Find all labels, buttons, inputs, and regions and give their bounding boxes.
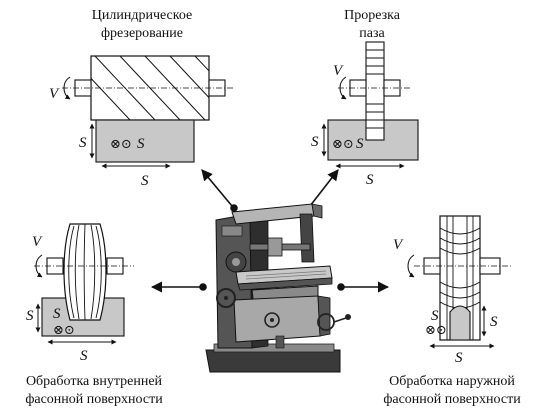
caption-bottom-right-line1: Обработка наружной [389, 374, 515, 389]
rotation-arrow-icon [35, 254, 43, 278]
caption-bottom-right-line2: фасонной поверхности [383, 392, 521, 407]
feed-label-horizontal: S [366, 172, 374, 188]
connector-arrows [150, 169, 390, 293]
speed-label: V [49, 86, 60, 102]
feed-label-horizontal: S [80, 348, 88, 364]
panel-slot-cutting: Прорезка паза V ⊗⊙ S S [311, 8, 419, 188]
speed-label: V [393, 237, 404, 253]
feed-label-inner: S [431, 308, 439, 324]
caption-bottom-left-line1: Обработка внутренней [26, 374, 163, 389]
feed-label-inner: S [137, 136, 145, 152]
feed-label-horizontal: S [455, 350, 463, 366]
feed-label-inner: S [356, 136, 364, 152]
feed-label-vertical: S [311, 134, 319, 150]
arrow-origin-dot [337, 283, 345, 291]
rotation-arrow-icon [63, 76, 71, 100]
disc-cutter [365, 41, 385, 141]
workpiece [449, 305, 471, 341]
arrow-to-cylindrical-milling [201, 169, 233, 207]
feed-label-vertical: S [79, 135, 87, 151]
caption-top-left-line1: Цилиндрическое [92, 8, 192, 23]
convex-form-cutter [63, 223, 107, 321]
feed-label-horizontal: S [141, 173, 149, 189]
caption-bottom-left-line2: фасонной поверхности [25, 392, 163, 407]
caption-top-left-line2: фрезерование [101, 26, 183, 41]
workpiece [95, 119, 195, 163]
milling-machine-image [205, 203, 351, 373]
caption-top-right-line1: Прорезка [344, 8, 401, 23]
speed-label: V [333, 63, 344, 79]
rotation-arrow-icon [407, 254, 415, 278]
feed-marks: ⊗⊙ [425, 322, 447, 337]
feed-label-inner: S [53, 306, 61, 322]
arrow-origin-dot [230, 204, 238, 212]
arrow-to-slot-cutting [309, 169, 339, 207]
rotation-arrow-icon [339, 76, 347, 100]
feed-marks: ⊗⊙ [110, 136, 132, 151]
feed-marks: ⊗⊙ [332, 136, 354, 151]
arrow-origin-dot [199, 283, 207, 291]
feed-marks: ⊗⊙ [53, 322, 75, 337]
feed-label-vertical: S [26, 308, 34, 324]
panel-internal-shaped-surface: V S ⊗⊙ S S Обработка внутренней фасонной… [25, 223, 163, 407]
panel-external-shaped-surface: V S ⊗⊙ S S Обработка наружной фасонной п… [383, 215, 521, 407]
caption-top-right-line2: паза [359, 26, 385, 41]
speed-label: V [32, 234, 43, 250]
panel-cylindrical-milling: Цилиндрическое фрезерование V ⊗⊙ S S S [49, 8, 234, 189]
feed-label-vertical: S [490, 314, 498, 330]
